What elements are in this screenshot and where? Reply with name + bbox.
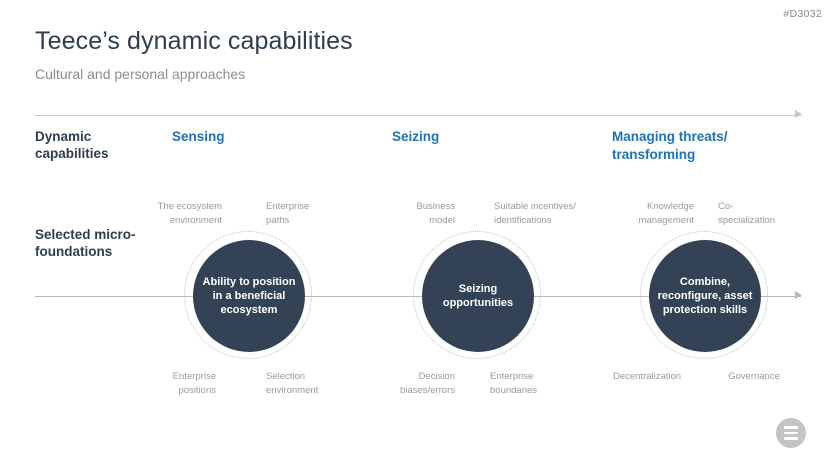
- row-label-dynamic-capabilities: Dynamic capabilities: [35, 129, 109, 161]
- microfoundation-caption: The ecosystem environment: [157, 201, 222, 226]
- node-dotted-ring: [184, 231, 312, 359]
- microfoundation-caption: Knowledge management: [638, 201, 694, 226]
- timeline-axis-top-arrowhead-icon: [795, 110, 802, 118]
- node-bubble-label: Combine, reconfigure, asset protection s…: [657, 276, 753, 316]
- hamburger-menu-icon[interactable]: [776, 418, 806, 448]
- microfoundation-caption: Enterprise paths: [266, 201, 310, 226]
- page-subtitle: Cultural and personal approaches: [35, 66, 246, 82]
- microfoundation-caption: Governance: [728, 371, 780, 382]
- microfoundation-caption: Decision biases/errors: [400, 371, 455, 396]
- process-connector-arrowhead-icon: [795, 291, 802, 299]
- page-title: Teece’s dynamic capabilities: [35, 27, 353, 55]
- timeline-axis-top: [35, 115, 801, 116]
- menu-bar: [784, 426, 798, 429]
- node-bubble[interactable]: Seizing opportunities: [422, 240, 534, 352]
- node-dotted-ring: [413, 231, 541, 359]
- menu-bar: [784, 431, 798, 435]
- menu-bar: [784, 437, 798, 440]
- process-node-sensing[interactable]: Ability to position in a beneficial ecos…: [184, 231, 314, 361]
- microfoundation-caption: Enterprise positions: [172, 371, 216, 396]
- document-code: #D3032: [783, 8, 822, 20]
- phase-heading-sensing: Sensing: [172, 129, 225, 144]
- node-bubble-label: Seizing opportunities: [442, 283, 514, 309]
- microfoundation-caption: Decentralization: [612, 371, 682, 382]
- process-node-seizing[interactable]: Seizing opportunities: [413, 231, 543, 361]
- process-node-managing-threats[interactable]: Combine, reconfigure, asset protection s…: [640, 231, 770, 361]
- node-bubble[interactable]: Ability to position in a beneficial ecos…: [193, 240, 305, 352]
- node-bubble[interactable]: Combine, reconfigure, asset protection s…: [649, 240, 761, 352]
- row-label-selected-microfoundations: Selected micro- foundations: [35, 227, 136, 259]
- phase-heading-seizing: Seizing: [392, 129, 440, 144]
- microfoundation-caption: Co- specialization: [718, 201, 776, 226]
- node-dotted-ring: [640, 231, 768, 359]
- microfoundation-caption: Selection environment: [266, 371, 319, 396]
- microfoundation-caption: Business model: [416, 201, 455, 226]
- phase-heading-managing-threats-transforming: Managing threats/ transforming: [612, 129, 728, 162]
- microfoundation-caption: Enterprise boundaries: [490, 371, 538, 396]
- node-bubble-label: Ability to position in a beneficial ecos…: [202, 276, 296, 316]
- microfoundation-caption: Suitable incentives/ identifications: [494, 201, 576, 226]
